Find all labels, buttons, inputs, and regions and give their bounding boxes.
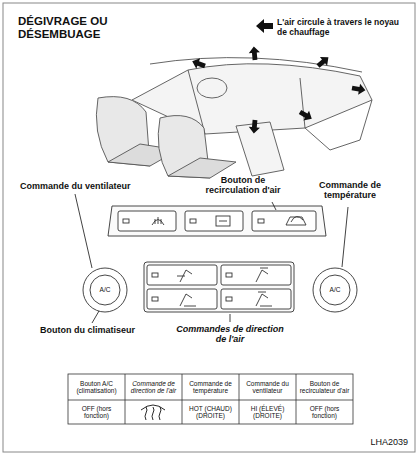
legend-text: L'air circule à travers le noyau de chau… <box>277 18 411 38</box>
table-cell: Commande du ventilateur <box>240 375 295 399</box>
table-cell: HOT (CHAUD) (DROITE) <box>183 401 238 423</box>
frame <box>3 3 415 452</box>
table-cell: Commande de température <box>183 375 238 399</box>
callout-label: Commande du ventilateur <box>20 181 145 191</box>
table-cell: Commande de direction de l'air <box>126 375 181 399</box>
airflow-arrows <box>190 46 366 134</box>
table-cell: Bouton A/C (climatisation) <box>69 375 124 399</box>
table-cell: Bouton de recirculateur d'air <box>297 375 352 399</box>
leader-lines <box>75 194 348 323</box>
table-cell: OFF (hors fonction) <box>297 401 352 423</box>
knob-label: A/C <box>90 286 120 293</box>
figure-id: LHA2039 <box>350 437 408 447</box>
table-cell: HI (ÉLEVÉ) (DROITE) <box>240 401 295 423</box>
table-grid <box>68 374 353 424</box>
callout-label: Commandes de direction de l'air <box>172 324 288 345</box>
control-panel <box>83 206 357 312</box>
knob-label: A/C <box>320 286 350 293</box>
defrost-symbol <box>141 405 165 420</box>
legend-arrow <box>256 19 273 33</box>
callout-label: Commande de température <box>298 180 402 201</box>
callout-label: Bouton du climatiseur <box>40 325 165 335</box>
car-interior <box>96 58 372 178</box>
table-cell: OFF (hors fonction) <box>69 401 124 423</box>
callout-label: Bouton de recirculation d'air <box>193 175 293 196</box>
diagram-title: DÉGIVRAGE OU DÉSEMBUAGE <box>18 15 128 41</box>
